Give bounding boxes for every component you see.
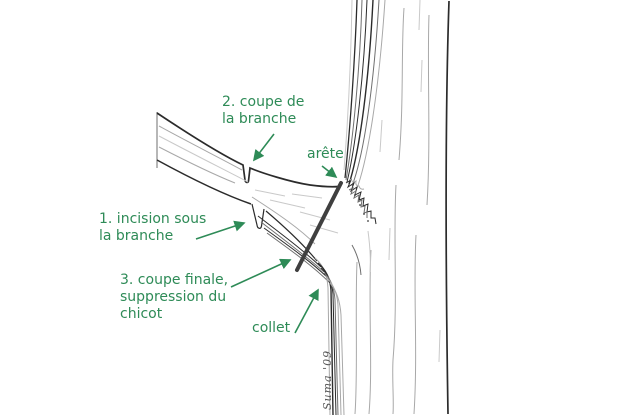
cut1-arrow bbox=[195, 220, 246, 240]
annotation-arrows bbox=[195, 133, 338, 334]
label-arete: arête bbox=[307, 146, 344, 162]
branch-drawing bbox=[156, 112, 340, 284]
cut3-arrow bbox=[230, 258, 292, 288]
collar-drawing bbox=[314, 257, 345, 415]
arete-arrow bbox=[321, 165, 338, 179]
artist-signature: Suma '09 bbox=[321, 350, 334, 410]
trunk-drawing bbox=[343, 0, 450, 415]
collet-arrow bbox=[294, 288, 319, 334]
label-cut1: 1. incision sous la branche bbox=[99, 211, 207, 244]
label-cut2: 2. coupe de la branche bbox=[222, 94, 305, 127]
bark-ridge-scribble bbox=[345, 178, 377, 225]
cut2-arrow bbox=[252, 133, 275, 162]
label-cut3: 3. coupe finale, suppression du chicot bbox=[120, 272, 229, 322]
label-collet: collet bbox=[252, 320, 291, 336]
final-cut-line bbox=[295, 181, 343, 272]
